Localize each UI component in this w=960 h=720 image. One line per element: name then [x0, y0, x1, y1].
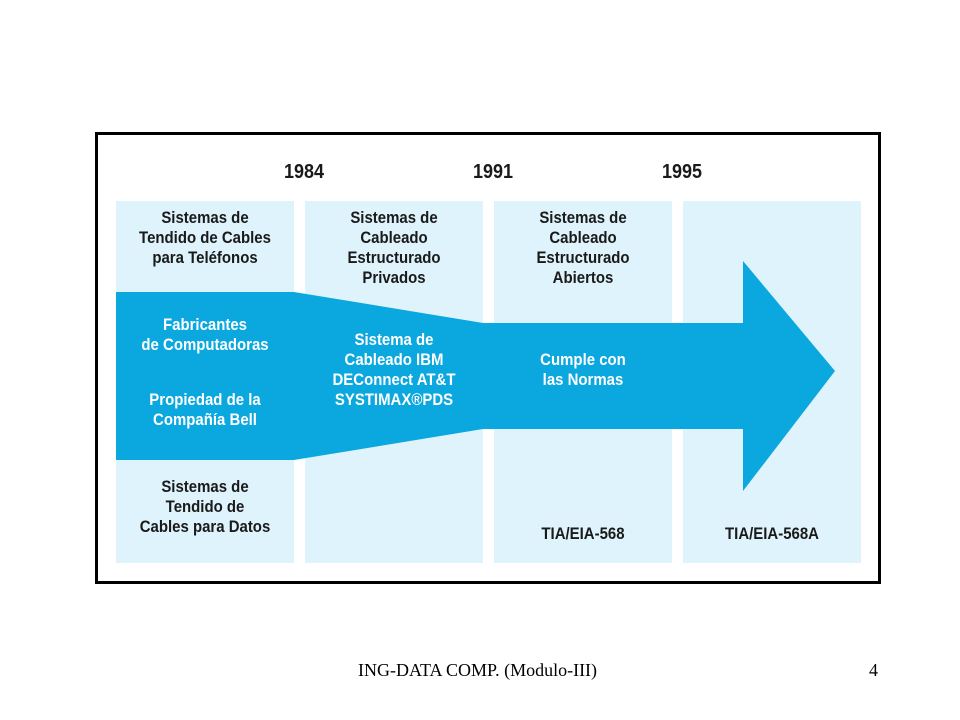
- timeline-arrow: [116, 261, 835, 491]
- column-3-band-label: Cumple con las Normas: [540, 350, 626, 389]
- column-2-top-label: Sistemas de Cableado Estructurado Privad…: [347, 208, 441, 287]
- year-label-1991: 1991: [472, 161, 514, 183]
- year-label-1984: 1984: [283, 161, 325, 183]
- column-1-band-label-a: Fabricantes de Computadoras: [141, 315, 269, 354]
- column-1-band-label-b: Propiedad de la Compañía Bell: [149, 390, 261, 429]
- timeline-diagram-frame: 1984 1991 1995 Sistemas de Tendido de Ca…: [95, 132, 881, 584]
- column-1-top-label: Sistemas de Tendido de Cables para Teléf…: [139, 208, 271, 267]
- timeline-arrow-graphic: [116, 261, 835, 491]
- column-2-band-label: Sistema de Cableado IBM DEConnect AT&T S…: [332, 330, 456, 409]
- footer-course-title: ING-DATA COMP. (Modulo-III): [358, 660, 598, 680]
- column-4-bottom-label: TIA/EIA-568A: [725, 524, 819, 543]
- footer-page-number: 4: [869, 660, 878, 680]
- year-label-1995: 1995: [661, 161, 703, 183]
- column-1-bottom-label: Sistemas de Tendido de Cables para Datos: [139, 477, 271, 536]
- column-3-top-label: Sistemas de Cableado Estructurado Abiert…: [536, 208, 630, 287]
- column-3-bottom-label: TIA/EIA-568: [541, 524, 625, 543]
